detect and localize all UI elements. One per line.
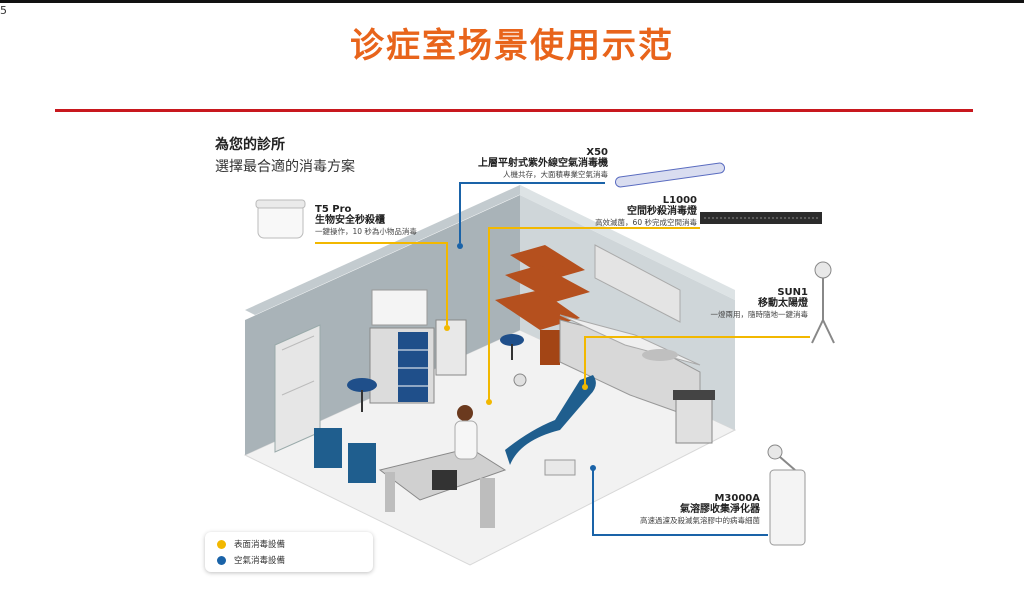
blue-drawers	[398, 332, 428, 402]
callout-t5pro	[315, 242, 448, 325]
x50-desc: 人機共存，大面積專業空氣消毒	[503, 170, 608, 179]
back-wall-top	[520, 185, 735, 300]
door-panel-line	[281, 380, 315, 396]
callout-m3000a	[592, 470, 768, 536]
clinic-heading: 為您的診所	[215, 137, 285, 153]
upper-cabinets	[594, 244, 681, 323]
l1000-name: 空間秒殺消毒燈	[627, 206, 697, 217]
x50-device-image	[614, 162, 726, 188]
desk-leg	[385, 472, 395, 512]
wood-shelf	[505, 265, 590, 302]
t5pro-name: 生物安全秒殺櫃	[315, 215, 385, 226]
label-x50: X50 上層平射式紫外線空氣消毒機 人機共存，大面積專業空氣消毒	[460, 147, 608, 180]
legend-air: 空氣消毒設備	[217, 554, 285, 566]
stool	[347, 378, 377, 392]
legend-surface-label: 表面消毒設備	[234, 540, 286, 550]
laptop	[432, 470, 457, 490]
sun1-desc: 一燈兩用，隨時隨地一鍵消毒	[710, 310, 809, 319]
l1000-desc: 高效滅菌，60 秒完成空間消毒	[595, 218, 697, 227]
yellow-dot-icon	[217, 539, 226, 549]
dental-chair	[505, 375, 596, 465]
x50-name: 上層平射式紫外線空氣消毒機	[478, 158, 608, 169]
dental-lamp	[513, 373, 527, 387]
legend-surface: 表面消毒設備	[217, 538, 285, 550]
wood-counter	[495, 290, 580, 330]
t5pro-lid	[255, 199, 306, 209]
doctor-head	[457, 405, 473, 421]
callout-dot	[457, 243, 463, 249]
clinic-intro: 為您的診所 選擇最合適的消毒方案	[215, 134, 355, 176]
t5pro-desc: 一鍵操作，10 秒為小物品消毒	[315, 227, 417, 236]
chair-base	[544, 459, 576, 476]
top-border	[0, 0, 1024, 3]
page-title: 诊症室场景使用示范	[350, 26, 674, 66]
callout-dot	[444, 325, 450, 331]
sun1-code: SUN1	[777, 287, 808, 298]
legend-air-label: 空氣消毒設備	[234, 556, 286, 566]
m3000a-device-image	[769, 469, 806, 546]
stool	[500, 334, 524, 346]
desk-leg	[480, 478, 495, 528]
m3000a-arm	[779, 456, 796, 471]
waiting-chair	[348, 443, 376, 483]
label-sun1: SUN1 移動太陽燈 一燈兩用，隨時隨地一鍵消毒	[670, 287, 809, 320]
waiting-chair	[314, 428, 342, 468]
sun1-leg	[811, 319, 824, 344]
wood-shelf	[510, 245, 585, 280]
m3000a-lamp	[767, 444, 783, 460]
title-divider	[55, 109, 973, 112]
callout-x50	[459, 182, 605, 243]
clinic-subheading: 選擇最合適的消毒方案	[215, 159, 355, 175]
legend: 表面消毒設備 空氣消毒設備	[205, 532, 373, 572]
callout-dot	[582, 384, 588, 390]
callout-dot	[486, 399, 492, 405]
waste-bin-lid	[673, 390, 715, 400]
m3000a-name: 氣溶膠收集淨化器	[680, 504, 760, 515]
callout-dot	[590, 465, 596, 471]
t5pro-code: T5 Pro	[315, 204, 352, 215]
door-panel-line	[281, 335, 315, 351]
waste-bin	[675, 394, 713, 444]
blue-dot-icon	[217, 555, 226, 565]
left-wall-top	[245, 185, 530, 315]
wall-shelf	[371, 289, 428, 326]
side-cart	[435, 319, 467, 376]
wood-cabinet	[540, 330, 560, 365]
callout-sun1	[584, 336, 810, 385]
l1000-code: L1000	[662, 195, 697, 206]
doctor-coat	[454, 420, 478, 460]
label-m3000a: M3000A 氣溶膠收集淨化器 高速過濾及殺滅氣溶膠中的病毒細菌	[610, 493, 760, 526]
label-t5pro: T5 Pro 生物安全秒殺櫃 一鍵操作，10 秒為小物品消毒	[315, 204, 455, 237]
sink	[642, 349, 678, 361]
m3000a-desc: 高速過濾及殺滅氣溶膠中的病毒細菌	[640, 516, 760, 525]
callout-l1000	[488, 227, 700, 400]
label-l1000: L1000 空間秒殺消毒燈 高效滅菌，60 秒完成空間消毒	[560, 195, 697, 228]
sun1-leg	[822, 319, 835, 344]
m3000a-code: M3000A	[714, 493, 760, 504]
x50-code: X50	[586, 147, 608, 158]
page-number: 5	[0, 4, 7, 17]
sun1-name: 移動太陽燈	[758, 298, 808, 309]
sun1-device-image	[814, 261, 832, 279]
